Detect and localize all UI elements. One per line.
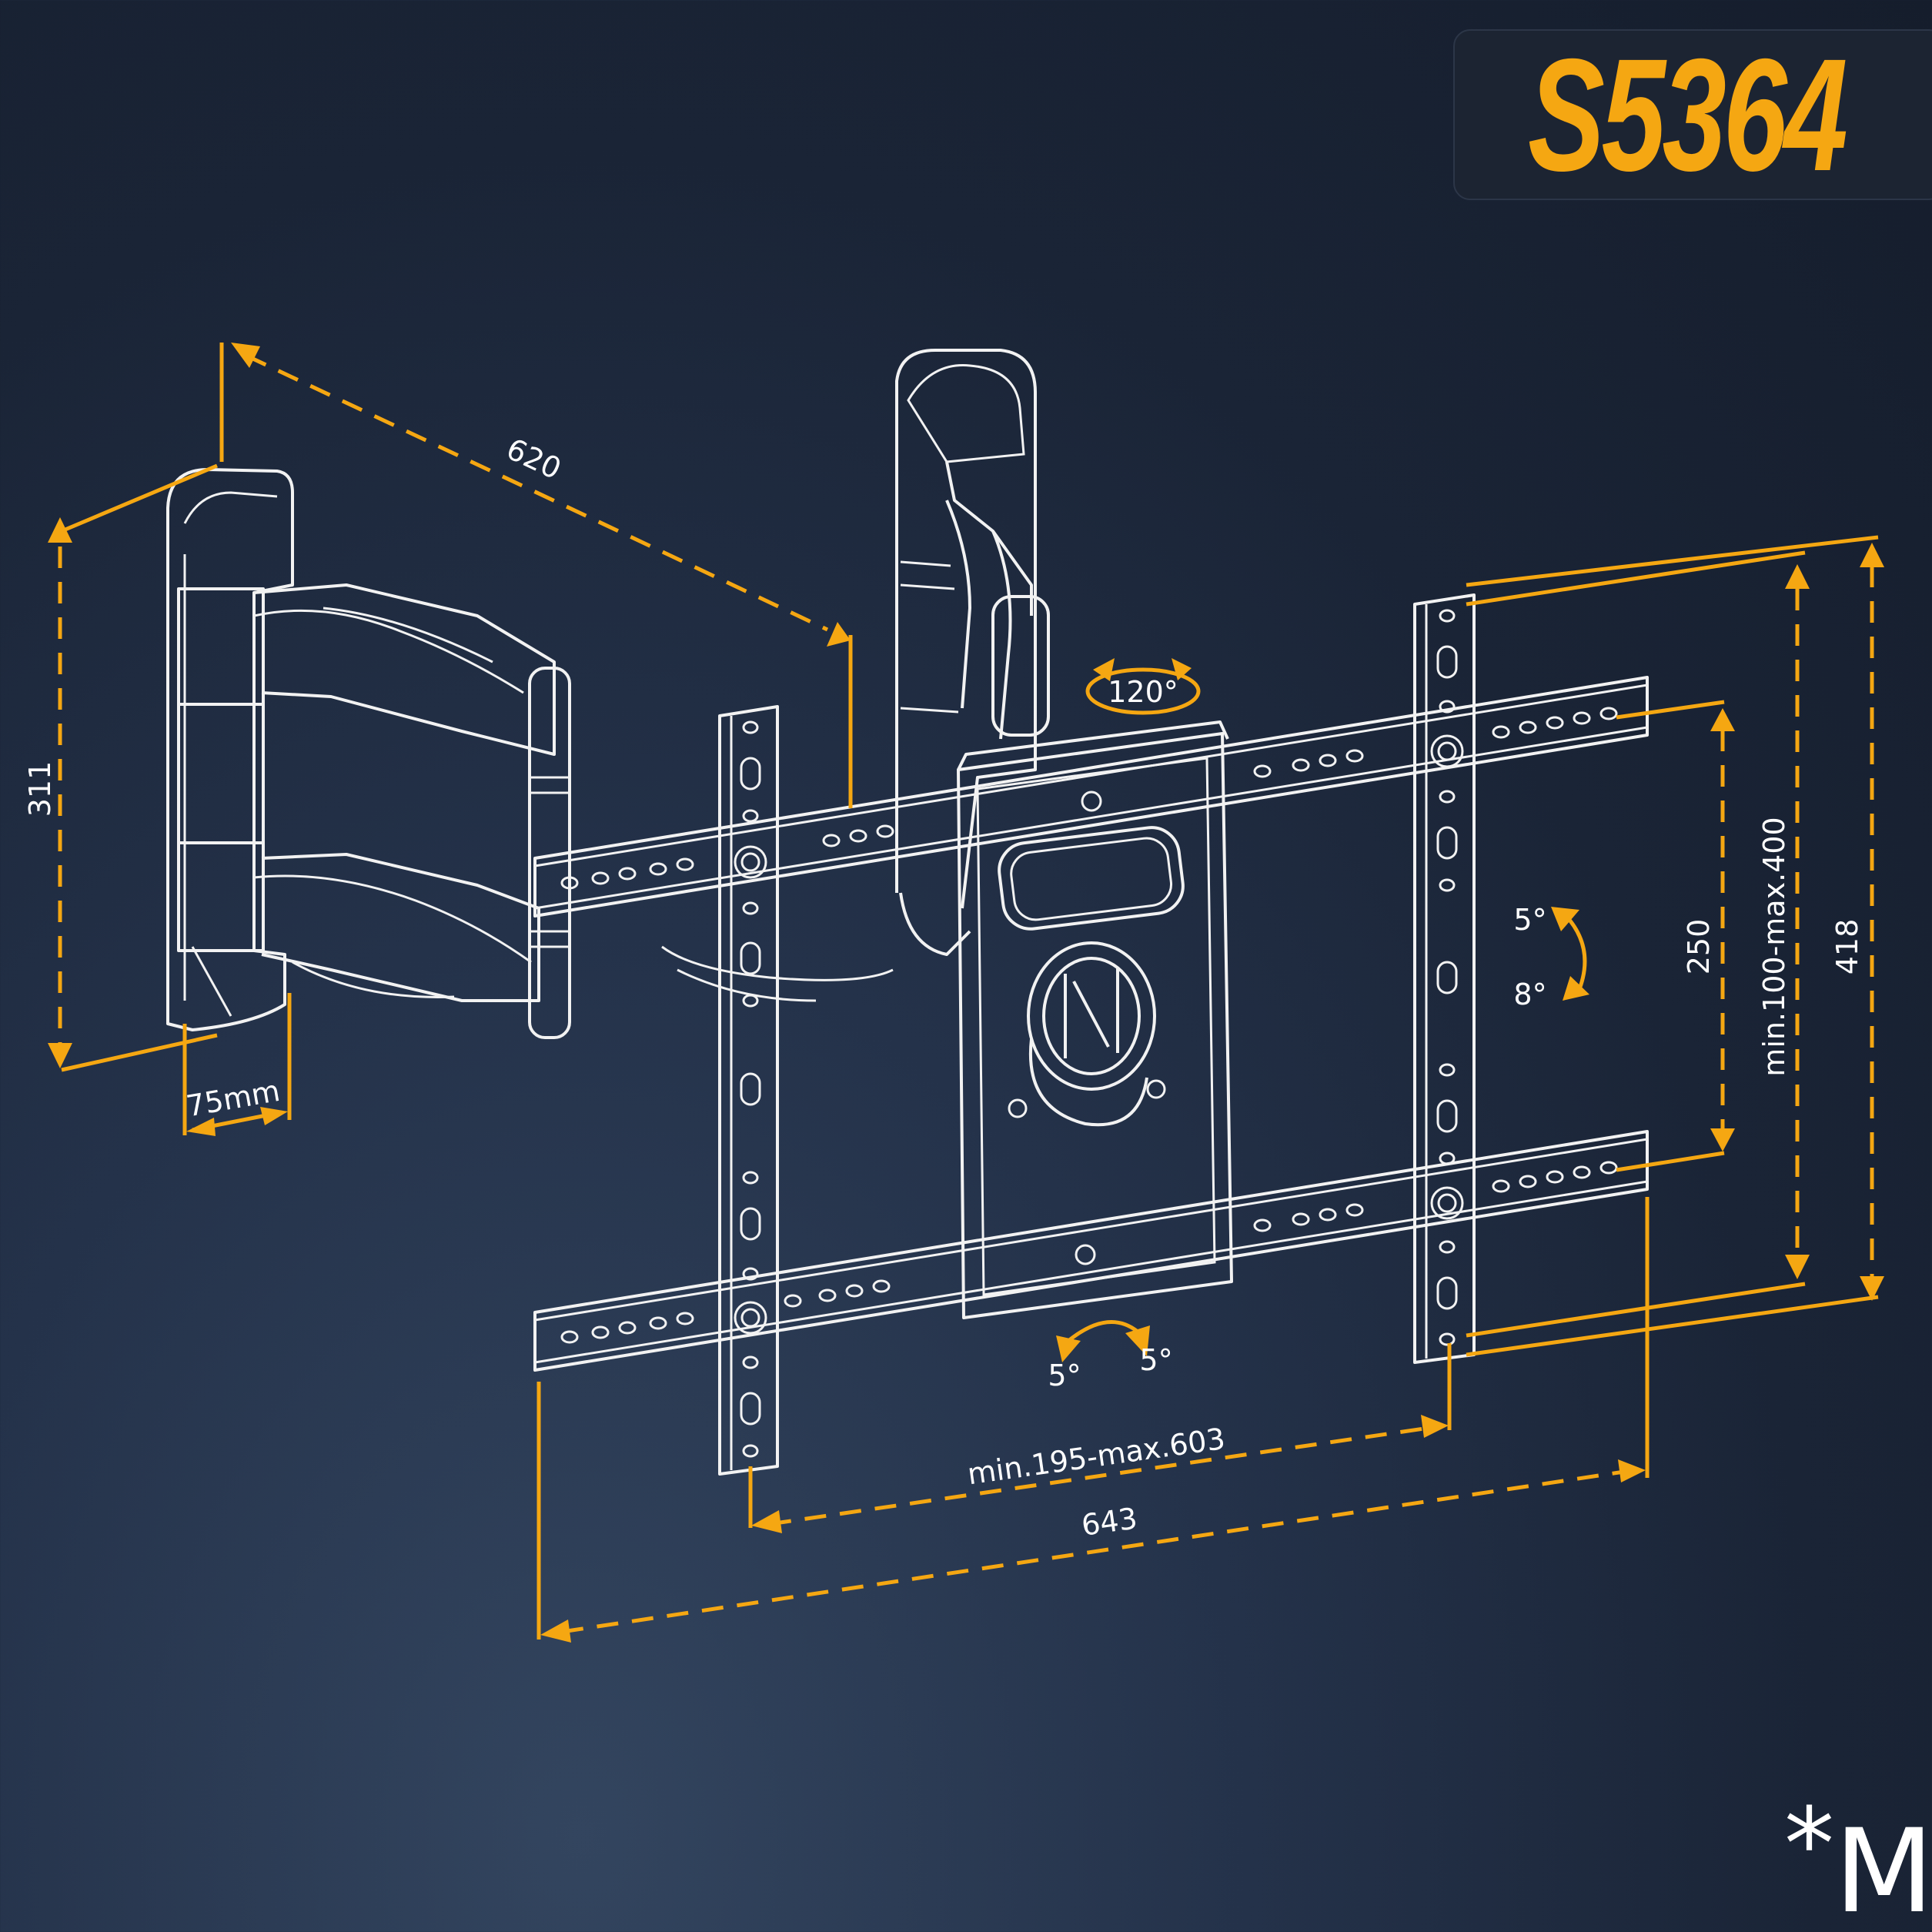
swivel-icon: [1085, 658, 1201, 715]
rotation-left-label: 5°: [1048, 1359, 1081, 1392]
dimension-arm-height: [1466, 535, 1884, 1357]
dimension-rail-length: [536, 1197, 1650, 1643]
tilt-icon: [1551, 907, 1589, 1001]
rotation-icon: [1056, 1320, 1150, 1362]
dimension-rail-spacing: [1616, 700, 1735, 1172]
dimension-arm-extension: [219, 343, 853, 808]
dimension-wall-plate-height: [48, 463, 218, 1072]
vesa-height-label: min.100-max.400: [1757, 817, 1791, 1076]
rotation-right-label: 5°: [1139, 1343, 1172, 1377]
upper-rail: [533, 676, 1649, 918]
dimension-vesa-width: [748, 1343, 1452, 1533]
arm-extension-label: 620: [501, 432, 566, 486]
arm-height-label: 418: [1830, 919, 1864, 975]
dimension-wall-plate-depth: [182, 993, 292, 1136]
left-vertical-arm: [718, 705, 779, 1476]
unit-asterisk: *: [1784, 1786, 1834, 1903]
unit-text: MM: [1834, 1805, 1932, 1932]
swivel-column: [661, 349, 1050, 1002]
wall-plate: [166, 468, 294, 1031]
wall-plate-height-label: 311: [23, 761, 57, 817]
dimension-vesa-height: [1466, 550, 1810, 1338]
rail-spacing-label: 250: [1682, 919, 1716, 975]
upper-arm: [253, 583, 571, 1039]
swivel-angle-label: 120°: [1108, 675, 1178, 709]
tilt-down-label: 8°: [1513, 978, 1546, 1011]
model-badge: [1453, 29, 1932, 200]
vesa-width-label: min.195-max.603: [965, 1422, 1227, 1492]
tilt-up-label: 5°: [1513, 903, 1546, 937]
rail-length-label: 643: [1079, 1501, 1139, 1543]
unit-note: *MM: [1784, 1786, 1932, 1932]
